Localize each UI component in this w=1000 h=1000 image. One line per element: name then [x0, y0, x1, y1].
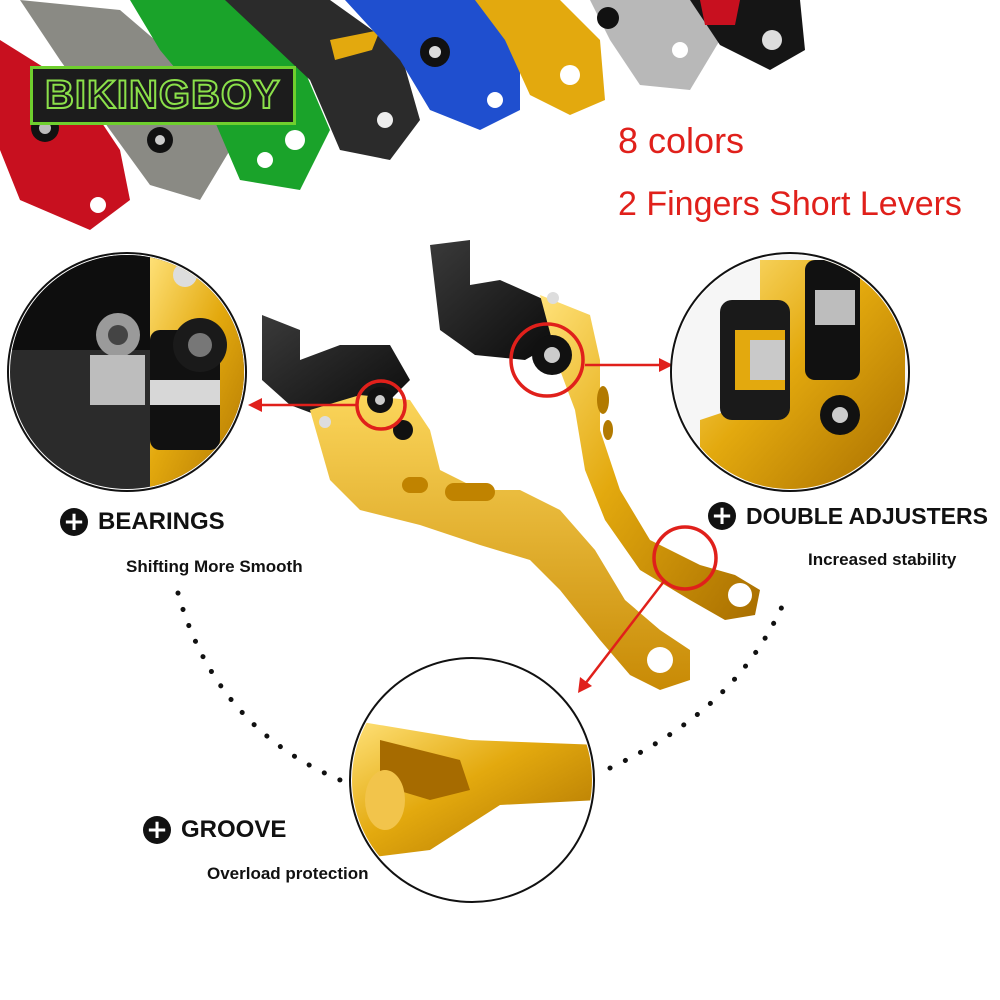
dotted-arc: [175, 590, 788, 785]
arrow-icon: [578, 579, 666, 693]
highlight-groove: [652, 525, 718, 591]
callout-arrows: [248, 358, 673, 693]
feature-bearings-subtitle: Shifting More Smooth: [126, 557, 303, 576]
feature-groove: + GROOVE: [143, 816, 286, 844]
detail-bearing-zoom: [7, 252, 247, 492]
promo-line-short-levers: 2 Fingers Short Levers: [618, 185, 962, 223]
brand-logo: BIKINGBOY: [30, 66, 296, 125]
lever-front: [262, 315, 690, 690]
detail-groove-zoom: [349, 657, 595, 903]
feature-double-adjusters-title: DOUBLE ADJUSTERS: [746, 502, 988, 529]
plus-circle-icon: +: [143, 816, 171, 844]
lever-dark: [690, 0, 805, 70]
plus-circle-icon: +: [60, 508, 88, 536]
detail-adjuster-zoom: [670, 252, 910, 492]
feature-bearings: + BEARINGS: [60, 508, 225, 536]
promo-line-colors: 8 colors: [618, 120, 745, 161]
lever-black: [225, 0, 420, 160]
lever-gold: [475, 0, 605, 115]
lever-silver: [590, 0, 720, 90]
lever-blue: [345, 0, 520, 130]
feature-bearings-title: BEARINGS: [98, 508, 225, 535]
plus-circle-icon: +: [708, 502, 736, 530]
feature-double-adjusters-subtitle: Increased stability: [808, 550, 957, 569]
arrow-icon: [248, 398, 357, 412]
feature-double-adjusters: + DOUBLE ADJUSTERS: [708, 502, 988, 530]
highlight-adjuster: [509, 322, 585, 398]
feature-groove-subtitle: Overload protection: [207, 864, 369, 883]
feature-groove-title: GROOVE: [181, 816, 287, 843]
lever-pair-center: [262, 240, 760, 690]
arrow-icon: [585, 358, 673, 372]
